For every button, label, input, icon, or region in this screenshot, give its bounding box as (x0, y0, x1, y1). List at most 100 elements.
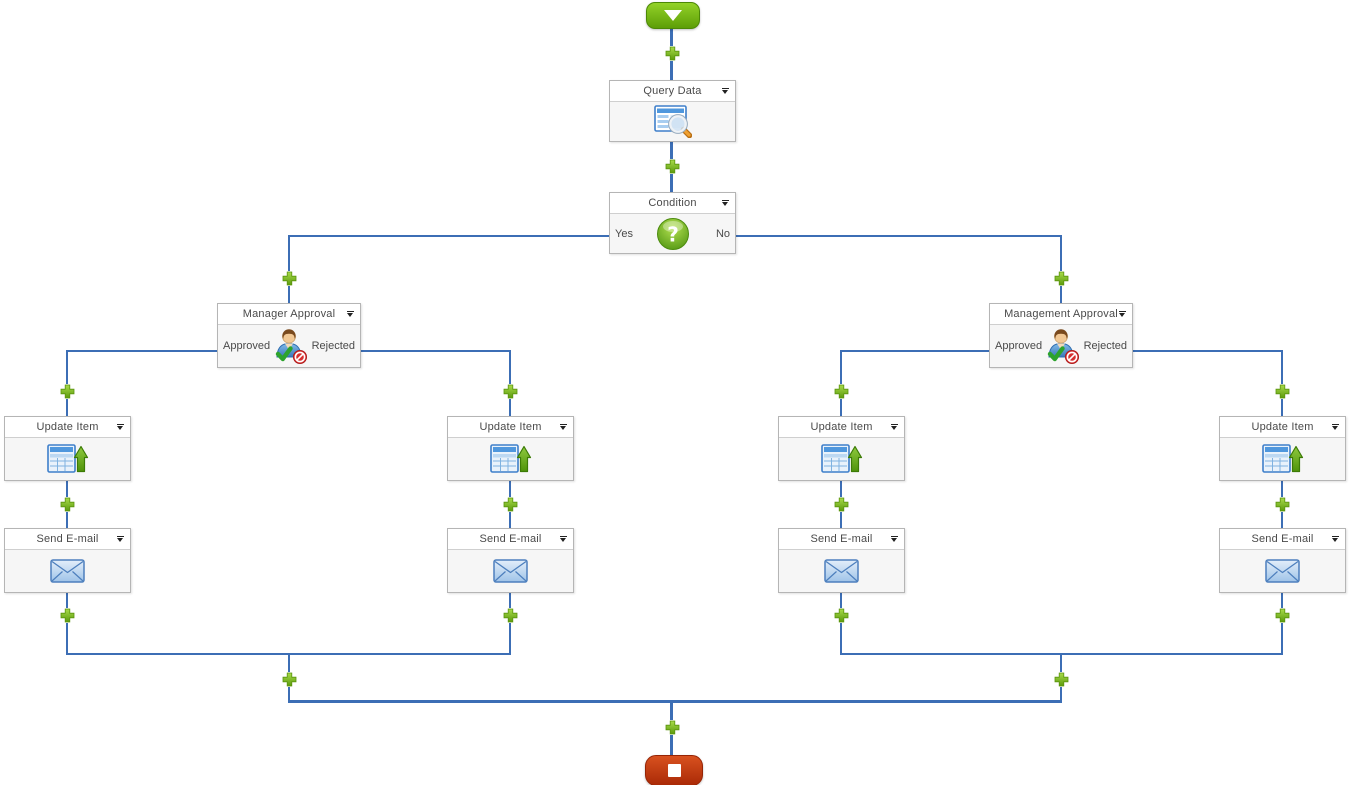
node-body[interactable] (779, 550, 904, 592)
node-title: Send E-mail (36, 533, 99, 545)
connector-line (735, 235, 1062, 237)
dropdown-caret-icon[interactable] (890, 536, 899, 543)
dropdown-caret-icon[interactable] (1331, 536, 1340, 543)
node-body[interactable] (5, 550, 130, 592)
add-action-button[interactable] (1054, 271, 1069, 286)
branch-label-rejected: Rejected (311, 340, 355, 352)
add-action-button[interactable] (1275, 608, 1290, 623)
node-header[interactable]: Send E-mail (1220, 529, 1345, 550)
add-action-button[interactable] (503, 384, 518, 399)
node-condition: Condition Yes No (609, 192, 736, 254)
node-header[interactable]: Update Item (5, 417, 130, 438)
node-body[interactable] (5, 438, 130, 480)
node-body[interactable]: Yes No (610, 214, 735, 253)
start-node[interactable] (646, 2, 700, 29)
node-title: Send E-mail (479, 533, 542, 545)
connector-line (360, 350, 511, 352)
node-body[interactable]: Approved Rejected (218, 325, 360, 367)
add-action-button[interactable] (834, 608, 849, 623)
dropdown-caret-icon[interactable] (1118, 311, 1127, 318)
dropdown-caret-icon[interactable] (116, 536, 125, 543)
node-title: Send E-mail (1251, 533, 1314, 545)
node-header[interactable]: Send E-mail (779, 529, 904, 550)
node-update-item-3: Update Item (778, 416, 905, 481)
connector-line (66, 350, 218, 352)
connector-line (509, 593, 511, 655)
node-header[interactable]: Send E-mail (448, 529, 573, 550)
update-item-icon (820, 444, 862, 473)
node-send-email-3: Send E-mail (778, 528, 905, 593)
connector-line (1060, 235, 1062, 303)
node-body[interactable]: Approved Rejected (990, 325, 1132, 367)
connector-line (840, 350, 842, 416)
dropdown-caret-icon[interactable] (1331, 424, 1340, 431)
add-action-button[interactable] (282, 672, 297, 687)
connector-line (1132, 350, 1283, 352)
add-action-button[interactable] (834, 384, 849, 399)
end-node[interactable] (645, 755, 703, 785)
node-body[interactable] (448, 438, 573, 480)
connector-line (288, 235, 610, 237)
add-action-button[interactable] (665, 46, 680, 61)
add-action-button[interactable] (1275, 497, 1290, 512)
dropdown-caret-icon[interactable] (559, 424, 568, 431)
node-body[interactable] (448, 550, 573, 592)
node-header[interactable]: Update Item (779, 417, 904, 438)
add-action-button[interactable] (665, 159, 680, 174)
add-action-button[interactable] (503, 608, 518, 623)
add-action-button[interactable] (1054, 672, 1069, 687)
branch-label-yes: Yes (615, 227, 633, 240)
send-email-icon (1265, 559, 1300, 583)
update-item-icon (46, 444, 88, 473)
node-update-item-4: Update Item (1219, 416, 1346, 481)
add-action-button[interactable] (282, 271, 297, 286)
dropdown-caret-icon[interactable] (346, 311, 355, 318)
query-data-icon (654, 105, 692, 138)
dropdown-caret-icon[interactable] (890, 424, 899, 431)
node-header[interactable]: Update Item (448, 417, 573, 438)
start-arrow-icon (664, 10, 682, 21)
send-email-icon (824, 559, 859, 583)
dropdown-caret-icon[interactable] (721, 200, 730, 207)
branch-label-approved: Approved (223, 340, 271, 352)
add-action-button[interactable] (60, 384, 75, 399)
node-header[interactable]: Management Approval (990, 304, 1132, 325)
node-title: Update Item (1251, 421, 1314, 433)
branch-label-rejected: Rejected (1083, 340, 1127, 352)
node-title: Update Item (479, 421, 542, 433)
dropdown-caret-icon[interactable] (559, 536, 568, 543)
add-action-button[interactable] (503, 497, 518, 512)
approval-user-icon (1041, 327, 1081, 365)
add-action-button[interactable] (1275, 384, 1290, 399)
node-header[interactable]: Query Data (610, 81, 735, 102)
node-body[interactable] (1220, 550, 1345, 592)
connector-line (1281, 350, 1283, 416)
connector-line (840, 593, 842, 655)
update-item-icon (1261, 444, 1303, 473)
node-body[interactable] (610, 102, 735, 141)
node-title: Management Approval (1004, 308, 1118, 320)
connector-line (288, 700, 1062, 703)
dropdown-caret-icon[interactable] (721, 88, 730, 95)
add-action-button[interactable] (834, 497, 849, 512)
add-action-button[interactable] (665, 720, 680, 735)
node-send-email-1: Send E-mail (4, 528, 131, 593)
node-header[interactable]: Manager Approval (218, 304, 360, 325)
node-header[interactable]: Update Item (1220, 417, 1345, 438)
node-update-item-1: Update Item (4, 416, 131, 481)
dropdown-caret-icon[interactable] (116, 424, 125, 431)
update-item-icon (489, 444, 531, 473)
node-title: Send E-mail (810, 533, 873, 545)
node-header[interactable]: Condition (610, 193, 735, 214)
node-body[interactable] (779, 438, 904, 480)
node-update-item-2: Update Item (447, 416, 574, 481)
branch-label-no: No (715, 227, 730, 240)
add-action-button[interactable] (60, 497, 75, 512)
node-header[interactable]: Send E-mail (5, 529, 130, 550)
add-action-button[interactable] (60, 608, 75, 623)
connector-line (509, 350, 511, 416)
node-body[interactable] (1220, 438, 1345, 480)
approval-user-icon (269, 327, 309, 365)
node-title: Condition (648, 197, 697, 209)
